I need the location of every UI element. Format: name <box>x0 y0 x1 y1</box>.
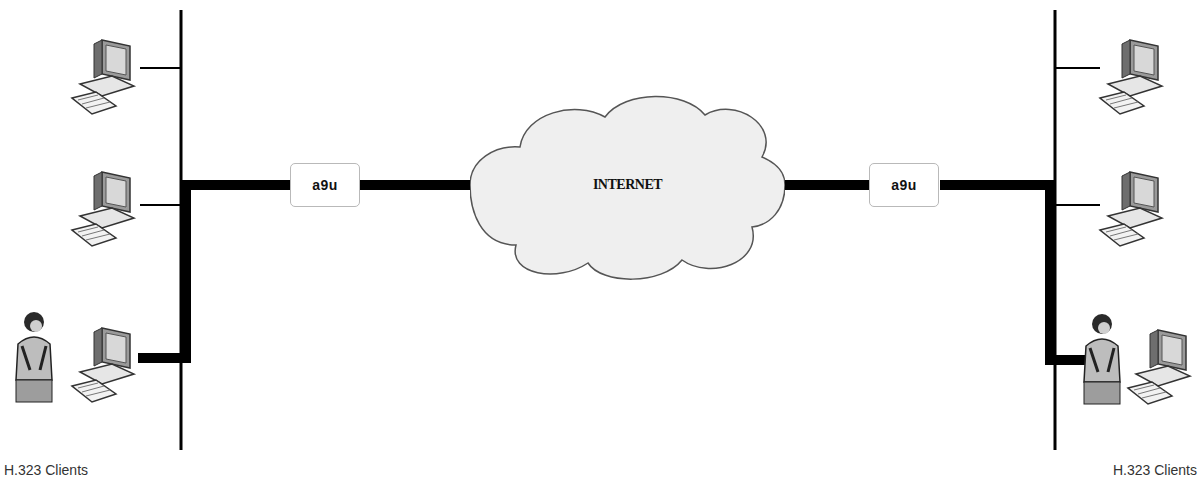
group-label: H.323 Clients <box>4 462 88 478</box>
link-line <box>785 180 869 190</box>
gateway-box: a9u <box>869 163 939 207</box>
group-label: H.323 Clients <box>1113 462 1197 478</box>
gateway-box: a9u <box>290 163 360 207</box>
internet-cloud: INTERNET <box>470 85 785 285</box>
box-label: a9u <box>312 177 338 193</box>
cloud-label: INTERNET <box>593 177 662 193</box>
box-label: a9u <box>891 177 917 193</box>
link-line <box>360 180 470 190</box>
